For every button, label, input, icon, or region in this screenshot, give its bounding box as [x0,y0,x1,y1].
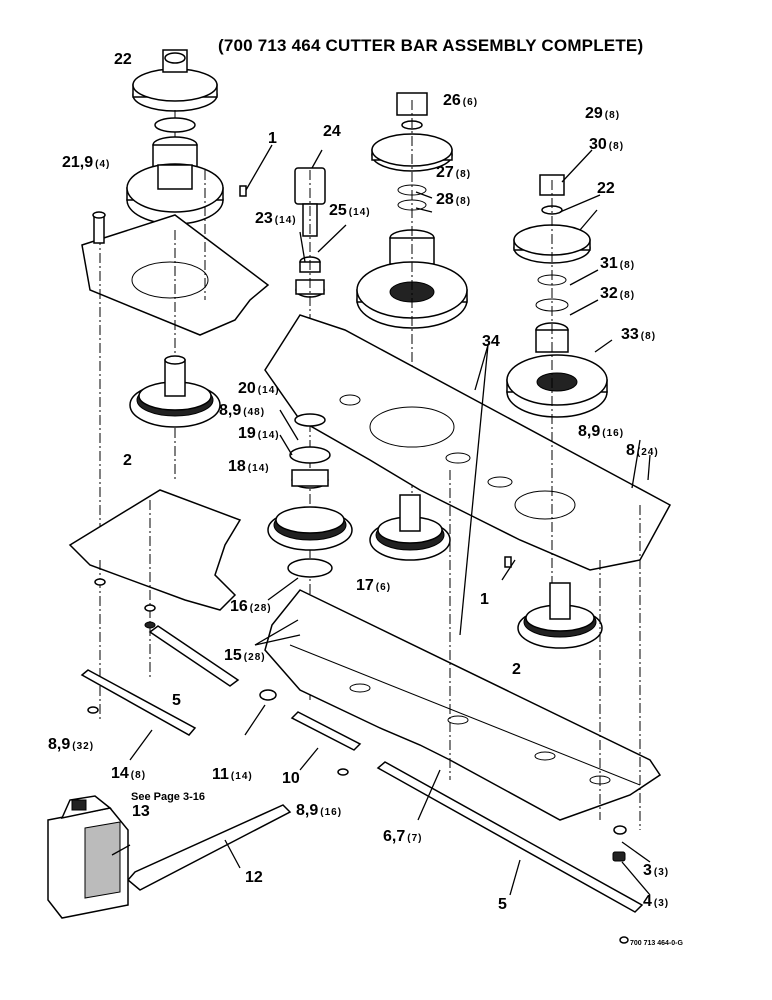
callout-20: 20(14) [238,380,280,397]
callout-14: 14(8) [111,765,147,782]
callout-8-9-16: 8,9(16) [578,423,625,440]
cutter-bar-lower-plate [264,589,662,821]
callout-18: 18(14) [228,458,270,475]
callout-32: 32(8) [600,285,636,302]
callout-17: 17(6) [356,577,392,594]
callout-8: 8(24) [626,442,659,459]
callout-34: 34 [482,333,500,350]
callout-2: 2 [123,452,132,469]
callout-5: 5 [172,692,181,709]
callout-8-9-48: 8,9(48) [219,402,266,419]
callout-13: 13 [132,803,150,820]
callout-28: 28(8) [436,191,472,208]
callout-26: 26(6) [443,92,479,109]
callout-8-9-16b: 8,9(16) [296,802,343,819]
callout-27: 27(8) [436,164,472,181]
right-hub-assembly [506,174,608,418]
callout-29: 29(8) [585,105,621,122]
knife-bar-5a [148,625,240,687]
left-lower-plate [68,489,242,611]
callout-22b: 22 [597,180,615,197]
oil-jug [47,795,129,919]
bar-12 [126,804,292,891]
callout-31: 31(8) [600,255,636,272]
callout-6-7: 6,7(7) [383,828,423,845]
knife-bar-5b [376,761,644,913]
left-hub-assembly [126,49,224,225]
drawing-reference-code: 700 713 464-0-G [630,940,683,947]
center-upper-plate [264,314,672,571]
page-title: (700 713 464 CUTTER BAR ASSEMBLY COMPLET… [218,36,644,55]
callout-23: 23(14) [255,210,297,227]
callout-10: 10 [282,770,300,787]
callout-15: 15(28) [224,647,266,664]
callout-3: 3(3) [643,862,670,879]
callout-11: 11(14) [212,766,253,783]
callout-33: 33(8) [621,326,657,343]
callout-25: 25(14) [329,202,371,219]
callout-21-9: 21,9(4) [62,154,111,171]
callout-12: 12 [245,869,263,886]
callout-19: 19(14) [238,425,280,442]
callout-22: 22 [114,51,132,68]
leader-lines [111,144,651,896]
callout-1b: 1 [480,591,489,608]
knife-bar-14 [80,669,197,736]
callout-1: 1 [268,130,277,147]
see-page-note: See Page 3-16 [131,791,205,803]
callout-16: 16(28) [230,598,272,615]
callout-24: 24 [323,123,341,140]
callout-30: 30(8) [589,136,625,153]
left-gear [129,355,221,428]
callout-5b: 5 [498,896,507,913]
callout-8-9-32: 8,9(32) [48,736,95,753]
callout-2b: 2 [512,661,521,678]
callout-4: 4(3) [643,893,670,910]
bar-10 [290,711,362,751]
